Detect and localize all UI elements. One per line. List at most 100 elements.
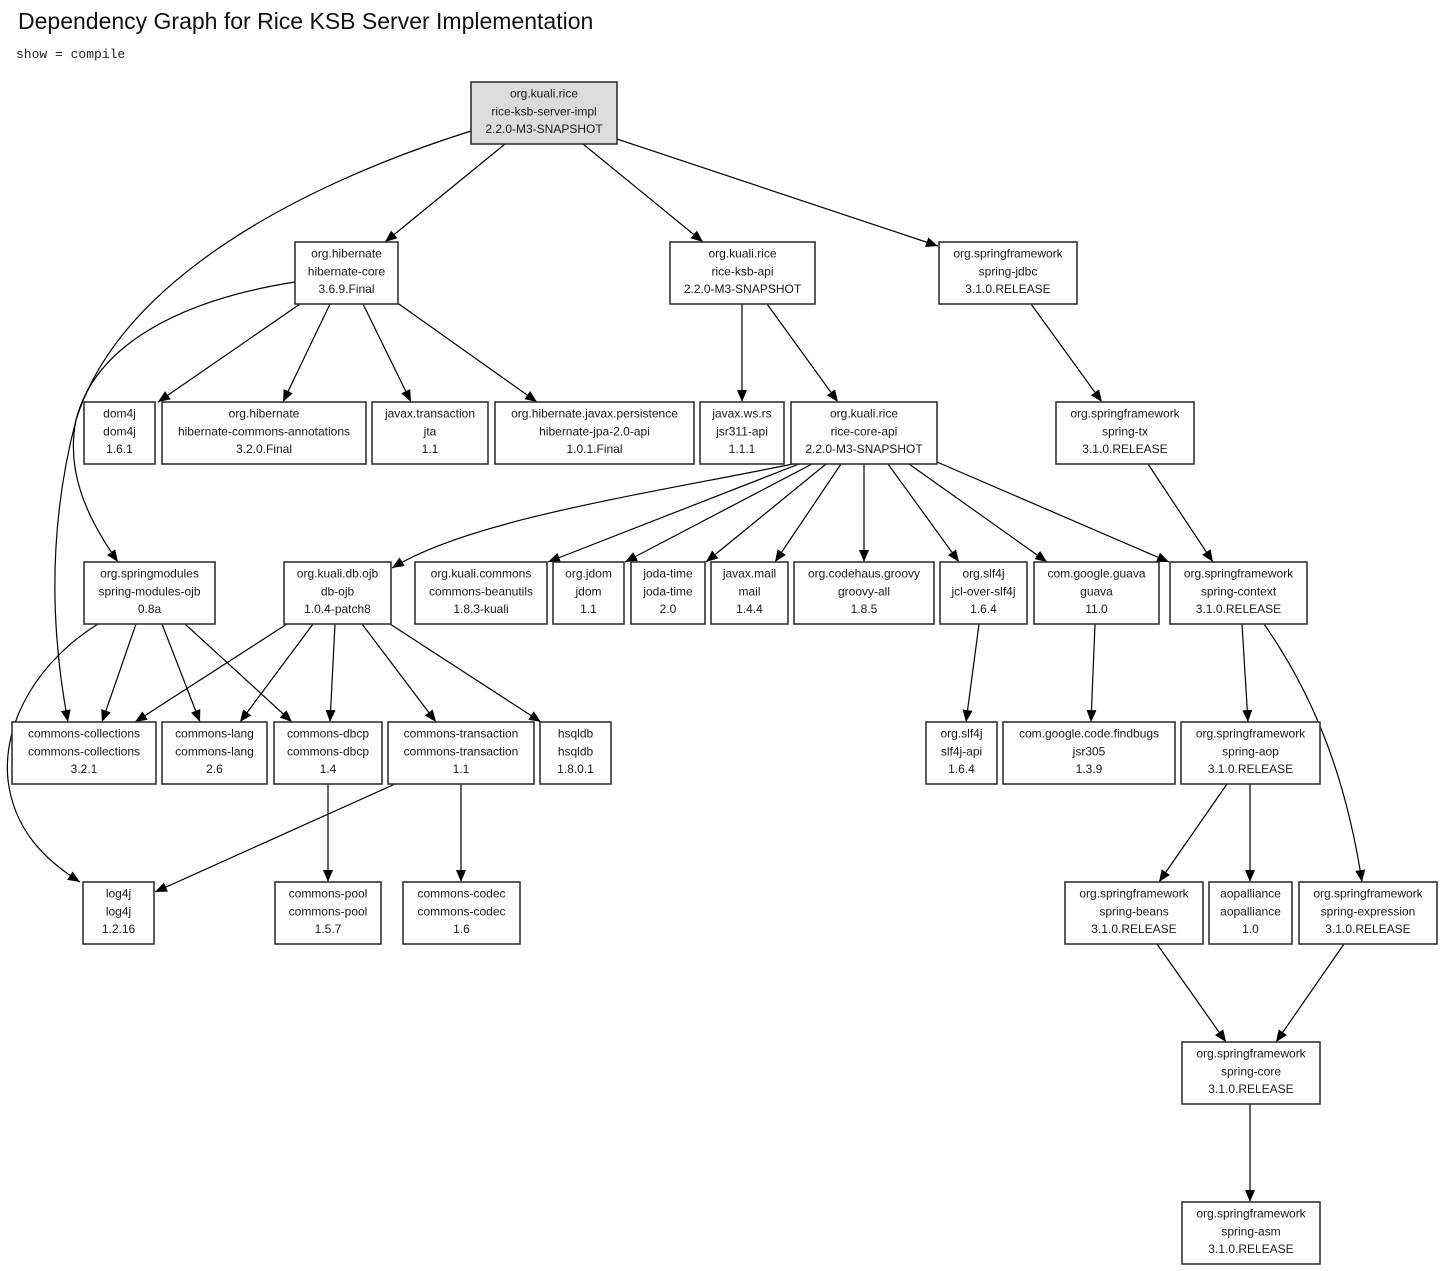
node-group-id: javax.ws.rs	[711, 407, 771, 421]
edges-layer	[6, 130, 1366, 1202]
node-artifact-id: spring-expression	[1321, 905, 1416, 919]
scope-filter-label: show = compile	[16, 47, 126, 62]
node-box	[161, 721, 268, 785]
node-box	[387, 721, 535, 785]
node-box	[1181, 1041, 1321, 1105]
node-artifact-id: commons-lang	[175, 745, 254, 759]
node-box	[1055, 401, 1195, 465]
node-version: 3.1.0.RELEASE	[1196, 602, 1281, 616]
node-group-id: org.hibernate	[229, 407, 300, 421]
node-version: 1.0.4-patch8	[304, 602, 371, 616]
edge-spring-expression-to-spring-core	[1275, 943, 1345, 1043]
node-version: 3.1.0.RELEASE	[1208, 762, 1293, 776]
node-group-id: hsqldb	[558, 727, 594, 741]
node-version: 1.6	[453, 922, 470, 936]
node-artifact-id: jta	[423, 425, 437, 439]
edge-spring-context-to-spring-expression	[1263, 623, 1366, 883]
node-artifact-id: rice-ksb-api	[711, 265, 773, 279]
node-rice-ksb-api: org.kuali.ricerice-ksb-api2.2.0-M3-SNAPS…	[669, 241, 816, 305]
node-artifact-id: spring-core	[1221, 1065, 1281, 1079]
edge-guava-to-jsr305	[1086, 623, 1097, 723]
node-rice-ksb-server-impl: org.kuali.ricerice-ksb-server-impl2.2.0-…	[470, 81, 618, 145]
node-version: 3.6.9.Final	[318, 282, 374, 296]
node-artifact-id: commons-beanutils	[429, 585, 533, 599]
edge-rice-ksb-server-impl-to-rice-ksb-api	[582, 143, 704, 243]
node-group-id: org.springframework	[953, 247, 1063, 261]
node-artifact-id: jsr311-api	[715, 425, 768, 439]
node-version: 1.3.9	[1076, 762, 1103, 776]
node-group-id: org.kuali.commons	[431, 567, 532, 581]
node-commons-beanutils: org.kuali.commonscommons-beanutils1.8.3-…	[414, 561, 548, 625]
node-version: 1.6.4	[970, 602, 997, 616]
node-group-id: dom4j	[103, 407, 136, 421]
edge-spring-modules-ojb-to-commons-collections	[101, 623, 137, 723]
node-artifact-id: commons-pool	[289, 905, 368, 919]
node-box	[371, 401, 489, 465]
node-hibernate-commons-annotations: org.hibernatehibernate-commons-annotatio…	[161, 401, 367, 465]
edge-rice-core-api-to-guava	[908, 463, 1048, 563]
edge-rice-core-api-to-db-ojb	[391, 463, 794, 569]
node-box	[1169, 561, 1308, 625]
node-box	[793, 561, 935, 625]
node-box	[470, 81, 618, 145]
node-version: 3.1.0.RELEASE	[1325, 922, 1410, 936]
node-box	[414, 561, 548, 625]
node-box	[539, 721, 612, 785]
node-group-id: org.slf4j	[962, 567, 1004, 581]
edge-spring-modules-ojb-to-commons-lang	[161, 623, 201, 723]
node-spring-jdbc: org.springframeworkspring-jdbc3.1.0.RELE…	[938, 241, 1078, 305]
edge-rice-core-api-to-spring-context	[936, 461, 1170, 563]
node-artifact-id: commons-dbcp	[287, 745, 369, 759]
node-version: 1.1	[453, 762, 470, 776]
edge-rice-core-api-to-jdom	[624, 463, 813, 563]
node-artifact-id: jsr305	[1072, 745, 1106, 759]
node-group-id: aopalliance	[1220, 887, 1281, 901]
node-group-id: org.springframework	[1070, 407, 1180, 421]
edge-spring-tx-to-spring-context	[1147, 463, 1214, 563]
edge-jcl-over-slf4j-to-slf4j-api	[962, 623, 980, 723]
node-version: 1.2.16	[102, 922, 136, 936]
node-version: 3.1.0.RELEASE	[965, 282, 1050, 296]
node-artifact-id: joda-time	[642, 585, 693, 599]
edge-spring-modules-ojb-to-log4j	[6, 623, 99, 883]
node-box	[939, 561, 1028, 625]
node-version: 1.4.4	[736, 602, 763, 616]
node-group-id: commons-lang	[175, 727, 254, 741]
node-spring-tx: org.springframeworkspring-tx3.1.0.RELEAS…	[1055, 401, 1195, 465]
node-hibernate-jpa-2.0-api: org.hibernate.javax.persistencehibernate…	[494, 401, 695, 465]
edge-db-ojb-to-commons-dbcp	[325, 623, 336, 723]
edge-hibernate-core-to-hibernate-commons-annotations	[282, 303, 331, 403]
edge-db-ojb-to-hsqldb	[389, 623, 542, 723]
node-group-id: com.google.guava	[1047, 567, 1145, 581]
node-commons-collections: commons-collectionscommons-collections3.…	[11, 721, 157, 785]
node-version: 1.4	[320, 762, 337, 776]
node-artifact-id: db-ojb	[321, 585, 355, 599]
node-artifact-id: commons-transaction	[404, 745, 519, 759]
node-group-id: com.google.code.findbugs	[1019, 727, 1159, 741]
edge-rice-core-api-to-mail	[774, 463, 842, 563]
edge-rice-core-api-to-jcl-over-slf4j	[887, 463, 960, 563]
node-artifact-id: aopalliance	[1220, 905, 1281, 919]
node-artifact-id: slf4j-api	[941, 745, 982, 759]
edge-rice-core-api-to-commons-beanutils	[547, 463, 800, 563]
edge-rice-core-api-to-joda-time	[705, 463, 827, 563]
node-version: 1.8.0.1	[557, 762, 594, 776]
node-group-id: log4j	[106, 887, 131, 901]
node-artifact-id: dom4j	[103, 425, 136, 439]
node-group-id: commons-transaction	[404, 727, 519, 741]
node-artifact-id: spring-aop	[1222, 745, 1279, 759]
node-version: 1.5.7	[315, 922, 342, 936]
node-version: 1.1	[580, 602, 597, 616]
